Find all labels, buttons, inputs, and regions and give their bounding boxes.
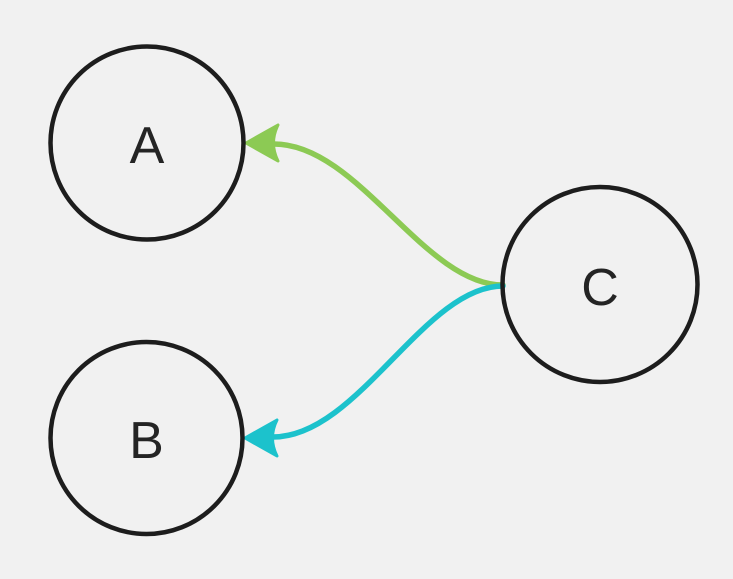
- node-c: C: [500, 184, 700, 385]
- edge-c-to-a-arrowhead-icon: [244, 123, 280, 163]
- node-b-circle: [48, 339, 245, 537]
- node-b: B: [48, 339, 245, 537]
- edge-c-to-a: [244, 123, 506, 288]
- node-c-label: C: [581, 259, 619, 317]
- node-a: A: [48, 44, 246, 242]
- node-c-circle: [500, 184, 700, 385]
- node-a-label: A: [130, 117, 165, 175]
- edge-c-to-a-path: [271, 141, 506, 288]
- node-b-label: B: [129, 412, 164, 470]
- edge-c-to-b-path: [270, 283, 506, 440]
- node-a-circle: [48, 44, 246, 242]
- edge-c-to-b: [243, 283, 506, 458]
- edge-c-to-b-arrowhead-icon: [243, 418, 279, 458]
